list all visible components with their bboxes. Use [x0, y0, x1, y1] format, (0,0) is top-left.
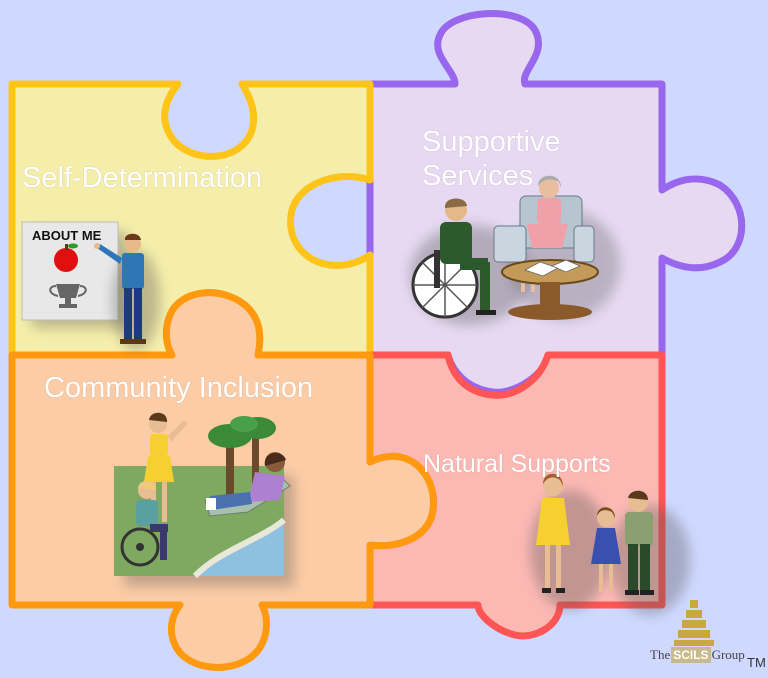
table-with-papers — [501, 259, 599, 320]
trophy-icon — [49, 284, 87, 308]
wheelchair-user-figure — [411, 198, 496, 319]
trademark-symbol: TM — [747, 655, 766, 670]
label-community-inclusion: Community Inclusion — [44, 372, 314, 404]
brand-name: SCILS — [671, 647, 711, 663]
community-inclusion-illustration — [114, 412, 294, 586]
about-me-title: ABOUT ME — [32, 228, 102, 243]
label-supportive-services-line2: Services — [422, 160, 534, 192]
seated-woman-figure — [493, 175, 595, 292]
man-green-shirt-figure — [625, 490, 654, 595]
label-natural-supports: Natural Supports — [423, 450, 611, 478]
scils-logo-icon — [674, 600, 714, 646]
trees-icon — [208, 416, 276, 500]
man-pointing-figure — [94, 233, 160, 350]
brand-prefix: The — [650, 647, 671, 662]
natural-supports-illustration — [530, 473, 690, 615]
girl-blue-dress-figure — [591, 507, 621, 592]
label-self-determination: Self-Determination — [22, 162, 263, 194]
park-wheelchair-user-figure — [120, 480, 168, 567]
reclining-woman-figure — [204, 452, 291, 517]
apple-icon — [54, 243, 78, 272]
woman-yellow-dress-figure — [536, 473, 570, 593]
brand-suffix: Group — [711, 647, 745, 662]
supportive-services-illustration — [410, 175, 620, 325]
label-supportive-services-line1: Supportive — [422, 126, 561, 158]
about-me-illustration: ABOUT ME — [21, 221, 160, 350]
